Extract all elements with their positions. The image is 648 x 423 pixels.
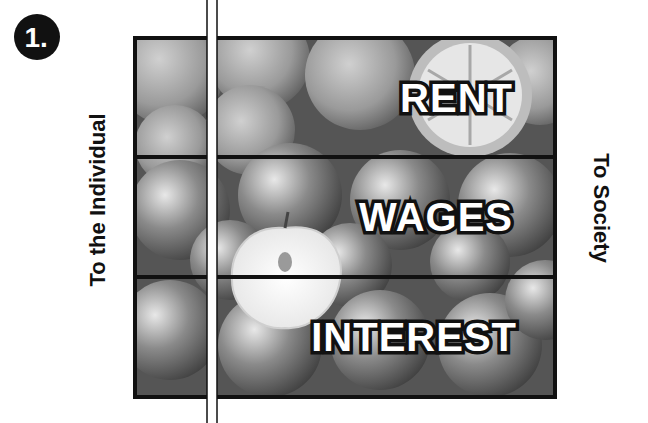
number-badge <box>14 14 60 60</box>
axis-label: To the Individual <box>86 113 108 286</box>
category-band: WAGES <box>137 159 553 275</box>
band-label: WAGES <box>359 197 513 237</box>
band-label: RENT <box>400 78 513 118</box>
axis-label: To Society <box>590 153 612 263</box>
category-band: RENT <box>137 40 553 155</box>
callout-number: 1. <box>25 24 48 52</box>
fruit-photo <box>137 40 553 395</box>
vertical-divider <box>207 0 217 423</box>
category-band: INTEREST <box>137 279 553 395</box>
band-label: INTEREST <box>311 317 517 357</box>
